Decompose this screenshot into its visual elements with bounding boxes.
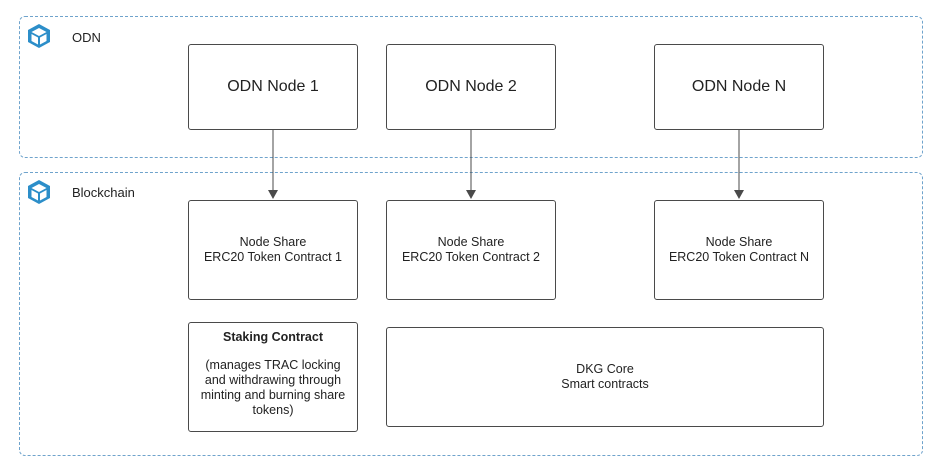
staking-contract-description: (manages TRAC locking and withdrawing th… (200, 358, 346, 417)
odn-node-n-label: ODN Node N (691, 78, 787, 95)
odn-node-1-label: ODN Node 1 (227, 78, 319, 95)
share-contract-2: Node Share ERC20 Token Contract 2 (386, 200, 556, 300)
share-contract-n-line1: Node Share (705, 235, 773, 249)
odn-group-label: ODN (72, 30, 101, 45)
dkg-core-line1: DKG Core (576, 362, 634, 376)
staking-contract: Staking Contract (manages TRAC locking a… (188, 322, 358, 432)
share-contract-n-line2: ERC20 Token Contract N (668, 250, 810, 264)
cube-icon (28, 24, 50, 48)
share-contract-1-line1: Node Share (239, 235, 307, 249)
share-contract-1-line2: ERC20 Token Contract 1 (203, 250, 343, 264)
share-contract-2-line2: ERC20 Token Contract 2 (401, 250, 541, 264)
dkg-core: DKG Core Smart contracts (386, 327, 824, 427)
odn-node-2: ODN Node 2 (386, 44, 556, 130)
odn-node-1: ODN Node 1 (188, 44, 358, 130)
cube-icon (28, 180, 50, 204)
share-contract-1: Node Share ERC20 Token Contract 1 (188, 200, 358, 300)
staking-contract-title: Staking Contract (222, 330, 323, 344)
share-contract-2-line1: Node Share (437, 235, 505, 249)
odn-node-2-label: ODN Node 2 (425, 78, 517, 95)
odn-node-n: ODN Node N (654, 44, 824, 130)
share-contract-n: Node Share ERC20 Token Contract N (654, 200, 824, 300)
blockchain-group-label: Blockchain (72, 185, 135, 200)
dkg-core-line2: Smart contracts (561, 377, 649, 391)
